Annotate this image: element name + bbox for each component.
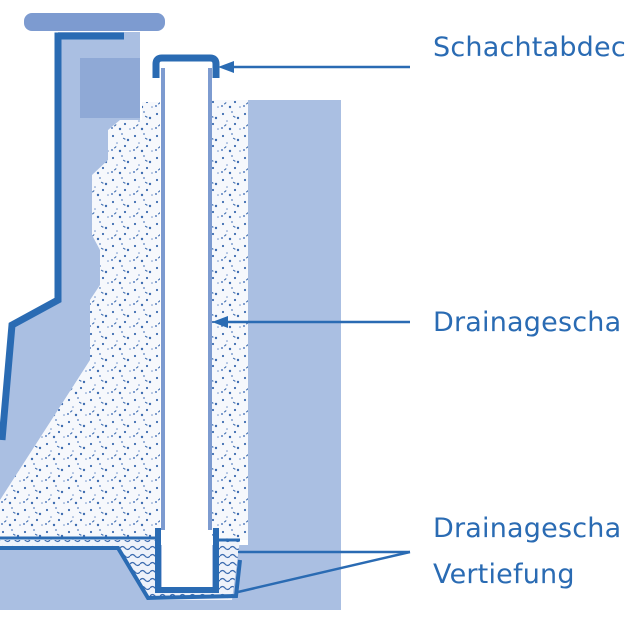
wall-outline: [0, 32, 124, 441]
callout-recess: [237, 550, 411, 594]
drainage-shaft-pipe: [162, 68, 212, 590]
label-drainage-shaft: Drainagescha: [433, 307, 622, 338]
arrow-head-icon: [218, 61, 234, 73]
soil-block-right: [248, 100, 341, 610]
concrete-wall: [0, 32, 140, 500]
gravel-fill-right: [210, 100, 248, 540]
callout-shaft: [212, 316, 410, 328]
label-shaft-cover: Schachtabdec: [433, 32, 626, 63]
cover-plate: [24, 13, 165, 31]
shaft-bottom: [155, 528, 219, 593]
arrow-head-icon: [212, 316, 228, 328]
recess-outline: [0, 546, 242, 601]
frame-insert: [80, 58, 140, 118]
label-recess-line2: Vertiefung: [433, 559, 575, 590]
shaft-cover-cap: [152, 54, 220, 78]
gravel-fill-left: [0, 102, 160, 540]
callout-cover: [218, 61, 410, 73]
label-recess-line1: Drainagescha: [433, 513, 622, 544]
